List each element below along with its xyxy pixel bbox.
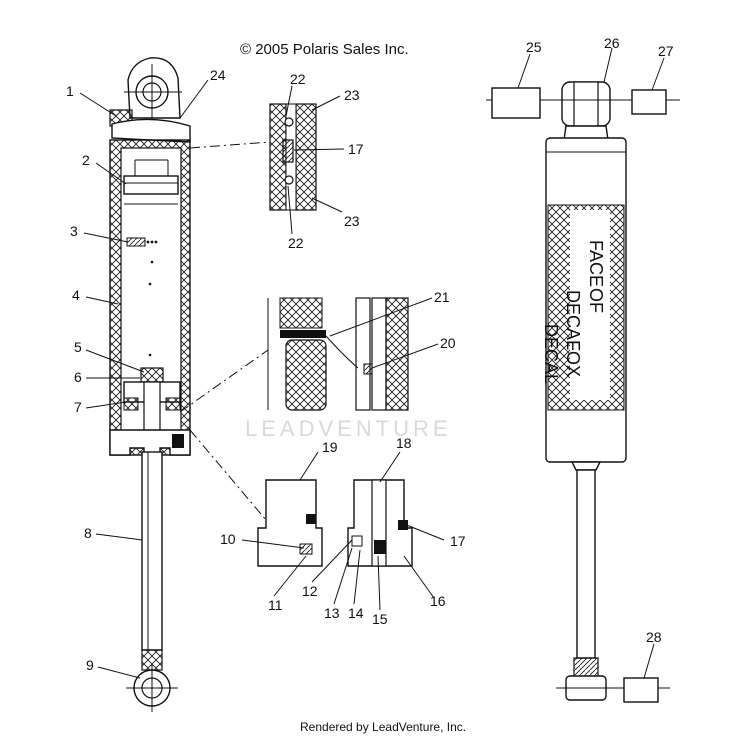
- callout-21: 21: [434, 289, 450, 305]
- callout-4: 4: [72, 287, 80, 303]
- callout-11: 11: [268, 597, 283, 613]
- detail-lower-seal: [179, 295, 413, 413]
- callout-18: 18: [396, 435, 412, 451]
- decal-text-5: DECAL: [541, 324, 561, 384]
- callout-3: 3: [70, 223, 78, 239]
- callout-19: 19: [322, 439, 338, 455]
- decal-text-3: DECAL: [563, 290, 583, 350]
- callout-7: 7: [74, 399, 82, 415]
- callout-23a: 23: [344, 87, 360, 103]
- callout-26: 26: [604, 35, 620, 51]
- callout-13: 13: [324, 605, 340, 621]
- callout-22a: 22: [290, 71, 306, 87]
- callout-2: 2: [82, 152, 90, 168]
- callout-16: 16: [430, 593, 446, 609]
- callout-20: 20: [440, 335, 456, 351]
- callout-8: 8: [84, 525, 92, 541]
- callout-17b: 17: [348, 141, 364, 157]
- decal-text-2: OF: [586, 288, 606, 313]
- callout-1: 1: [66, 83, 74, 99]
- detail-upper-seal: [189, 103, 317, 211]
- callout-25: 25: [526, 39, 542, 55]
- callout-9: 9: [86, 657, 94, 673]
- callout-22b: 22: [288, 235, 304, 251]
- callout-17a: 17: [450, 533, 466, 549]
- footer-text: Rendered by LeadVenture, Inc.: [300, 720, 466, 734]
- callout-28: 28: [646, 629, 662, 645]
- callout-24: 24: [210, 67, 226, 83]
- watermark: LEADVENTURE: [245, 416, 452, 441]
- assembled-shock: FACE OF DECAL FOX DECAL: [486, 81, 680, 703]
- callout-23b: 23: [344, 213, 360, 229]
- callout-10: 10: [220, 531, 236, 547]
- decal-text-4: FOX: [563, 340, 583, 377]
- callout-12: 12: [302, 583, 318, 599]
- copyright-text: © 2005 Polaris Sales Inc.: [240, 41, 409, 58]
- sectioned-shock: [109, 57, 191, 712]
- callout-15: 15: [372, 611, 388, 627]
- callout-27: 27: [658, 43, 674, 59]
- callout-5: 5: [74, 339, 82, 355]
- callout-leaders: [79, 47, 665, 679]
- callout-6: 6: [74, 369, 82, 385]
- decal-text-1: FACE: [586, 240, 606, 287]
- callout-14: 14: [348, 605, 364, 621]
- callout-numbers: 1 2 3 4 5 6 7 8 9 10 11 12 13 14 15 16 1…: [66, 35, 674, 673]
